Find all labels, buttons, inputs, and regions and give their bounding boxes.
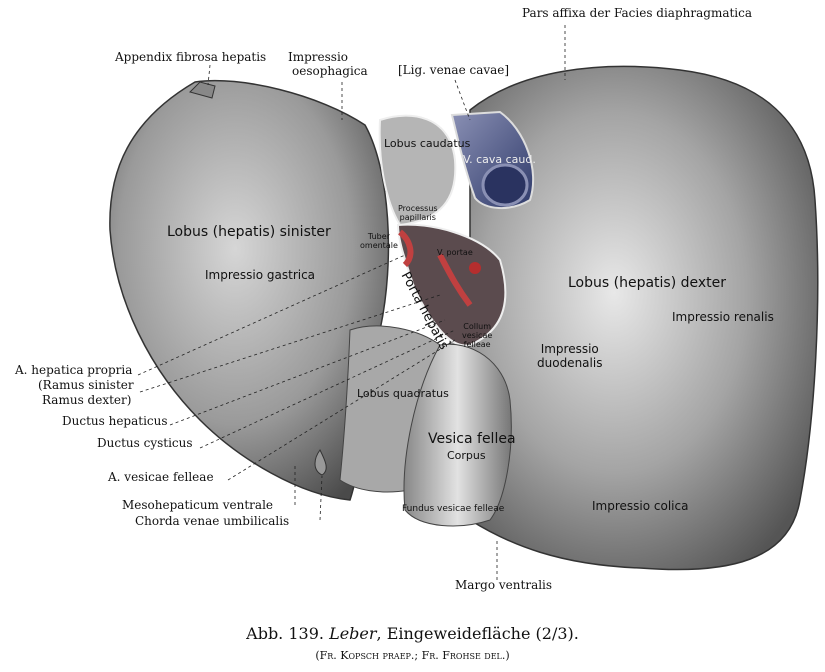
leader-lines — [137, 25, 566, 580]
label-impressio-oesophagica-2: oesophagica — [292, 64, 368, 78]
label-pars-affixa: Pars affixa der Facies diaphragmatica — [522, 6, 753, 20]
label-lobus-sinister: Lobus (hepatis) sinister — [167, 224, 331, 240]
label-mesohepaticum-ventrale: Mesohepaticum ventrale — [122, 498, 274, 512]
label-a-vesicae-felleae: A. vesicae felleae — [108, 470, 214, 484]
chorda-shape — [314, 449, 327, 476]
label-vesica-fellea: Vesica fellea — [428, 431, 516, 447]
label-fundus-vesicae: Fundus vesicae felleae — [402, 504, 505, 514]
caption-title: Leber — [329, 624, 377, 643]
label-impressio-gastrica: Impressio gastrica — [205, 268, 316, 282]
label-impressio-renalis: Impressio renalis — [672, 310, 774, 324]
figure-caption: Abb. 139. Leber, Eingeweidefläche (2/3). — [0, 624, 825, 643]
label-vesicae: vesicae — [462, 331, 493, 340]
label-ductus-cysticus: Ductus cysticus — [97, 436, 193, 450]
figure-credit: (Fr. Kopsch praep.; Fr. Frohse del.) — [315, 649, 510, 662]
label-corpus: Corpus — [447, 449, 486, 462]
label-ramus-sinister: (Ramus sinister — [38, 378, 134, 392]
label-v-cava-caud: V. cava caud. — [463, 153, 536, 166]
label-margo-ventralis: Margo ventralis — [455, 578, 553, 592]
label-v-portae: V. portae — [437, 248, 473, 257]
label-ramus-dexter: Ramus dexter) — [42, 393, 132, 407]
label-omentale: omentale — [360, 241, 398, 250]
label-chorda-venae-umbilicalis: Chorda venae umbilicalis — [135, 514, 290, 528]
label-lobus-caudatus: Lobus caudatus — [384, 137, 471, 150]
label-collum: Collum — [463, 322, 492, 331]
label-lig-venae-cavae: [Lig. venae cavae] — [398, 63, 510, 77]
label-lobus-quadratus: Lobus quadratus — [357, 387, 449, 400]
label-impressio-colica: Impressio colica — [592, 499, 689, 513]
caption-rest: , Eingeweidefläche (2/3). — [376, 624, 579, 643]
appendix-fibrosa-shape — [189, 81, 216, 99]
label-papillaris: papillaris — [399, 213, 436, 222]
label-processus: Processus — [398, 204, 438, 213]
label-duodenalis: duodenalis — [537, 356, 603, 370]
label-impressio: Impressio — [540, 342, 599, 356]
vena-cava-lumen — [481, 163, 529, 207]
lobus-sinister-shape — [109, 79, 390, 501]
label-appendix-fibrosa: Appendix fibrosa hepatis — [115, 50, 267, 64]
label-tuber: Tuber — [367, 232, 390, 241]
vesica-fellea-shape — [403, 343, 512, 527]
label-a-hepatica-propria: A. hepatica propria — [15, 363, 133, 377]
porta-hepatis-shape — [396, 223, 507, 347]
caption-prefix: Abb. 139. — [246, 624, 324, 643]
lobus-caudatus-shape — [378, 114, 457, 227]
label-impressio-oesophagica-1: Impressio — [288, 50, 349, 64]
label-ductus-hepaticus: Ductus hepaticus — [62, 414, 168, 428]
label-felleae: felleae — [463, 340, 491, 349]
arteria-hepatica-lumen — [469, 262, 481, 274]
arteria-hepatica-shape — [397, 229, 473, 307]
label-lobus-dexter: Lobus (hepatis) dexter — [568, 275, 727, 291]
